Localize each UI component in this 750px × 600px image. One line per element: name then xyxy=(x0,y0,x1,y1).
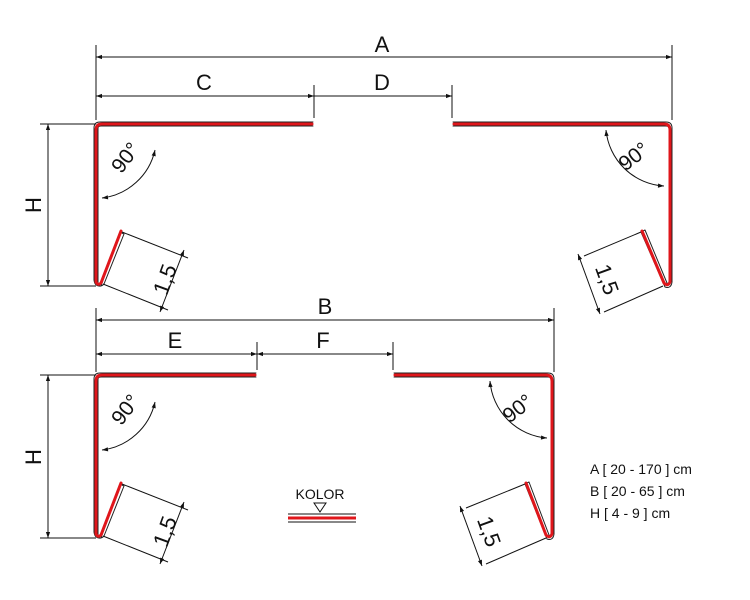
range-h: H [ 4 - 9 ] cm xyxy=(590,505,670,521)
right-flashing-paint-side xyxy=(452,122,672,287)
lip-label-top-right: 1,5 xyxy=(590,261,624,298)
dimension-e-label: E xyxy=(168,328,183,353)
dimension-f-label: F xyxy=(316,328,329,353)
angle-arc xyxy=(488,380,548,440)
range-b: B [ 20 - 65 ] cm xyxy=(590,483,685,499)
dimension-h-label: H xyxy=(21,449,46,465)
kolor-triangle-icon xyxy=(313,502,327,513)
dimension-h-label: H xyxy=(21,197,46,213)
left-flashing-paint-side xyxy=(94,373,257,538)
ext-line xyxy=(102,283,169,311)
lip-label-bottom-left: 1,5 xyxy=(148,513,182,550)
right-flashing-outline xyxy=(393,372,555,540)
ext-line xyxy=(583,231,642,257)
angle-arc xyxy=(101,401,156,452)
top-profile: A C D H 90° 90° 1,5 1,5 xyxy=(21,32,673,315)
angle-label-bottom-left: 90° xyxy=(107,390,145,429)
dimension-ranges: A [ 20 - 170 ] cm B [ 20 - 65 ] cm H [ 4… xyxy=(590,461,692,521)
lip-label-bottom-right: 1,5 xyxy=(472,513,506,550)
bottom-profile: B E F H 90° 90° 1,5 1,5 xyxy=(21,294,555,567)
lip-dimension-line xyxy=(159,249,185,313)
angle-label-top-right: 90° xyxy=(614,138,653,176)
ext-line xyxy=(121,231,189,259)
dimension-c-label: C xyxy=(196,70,212,95)
ext-line xyxy=(465,483,526,509)
ext-line xyxy=(102,535,169,563)
right-flashing-paint-side xyxy=(393,373,554,539)
angle-label-bottom-right: 90° xyxy=(498,390,537,428)
kolor-legend: KOLOR xyxy=(288,486,356,523)
angle-arc xyxy=(101,149,156,200)
ext-line xyxy=(121,483,189,511)
dimension-a-label: A xyxy=(375,32,390,57)
left-flashing-paint-side xyxy=(94,122,314,286)
angle-arc xyxy=(604,129,665,188)
dimension-d-label: D xyxy=(374,70,390,95)
range-a: A [ 20 - 170 ] cm xyxy=(590,461,692,477)
kolor-label: KOLOR xyxy=(295,486,344,502)
dimension-b-label: B xyxy=(318,294,333,319)
angle-label-top-left: 90° xyxy=(107,138,145,177)
left-flashing-outline xyxy=(93,372,257,539)
ext-line xyxy=(485,537,547,565)
lip-label-top-left: 1,5 xyxy=(148,261,182,298)
lip-dimension-line xyxy=(459,505,483,567)
ext-line xyxy=(603,285,664,313)
lip-dimension-line xyxy=(159,501,185,565)
lip-dimension-line xyxy=(577,253,601,315)
